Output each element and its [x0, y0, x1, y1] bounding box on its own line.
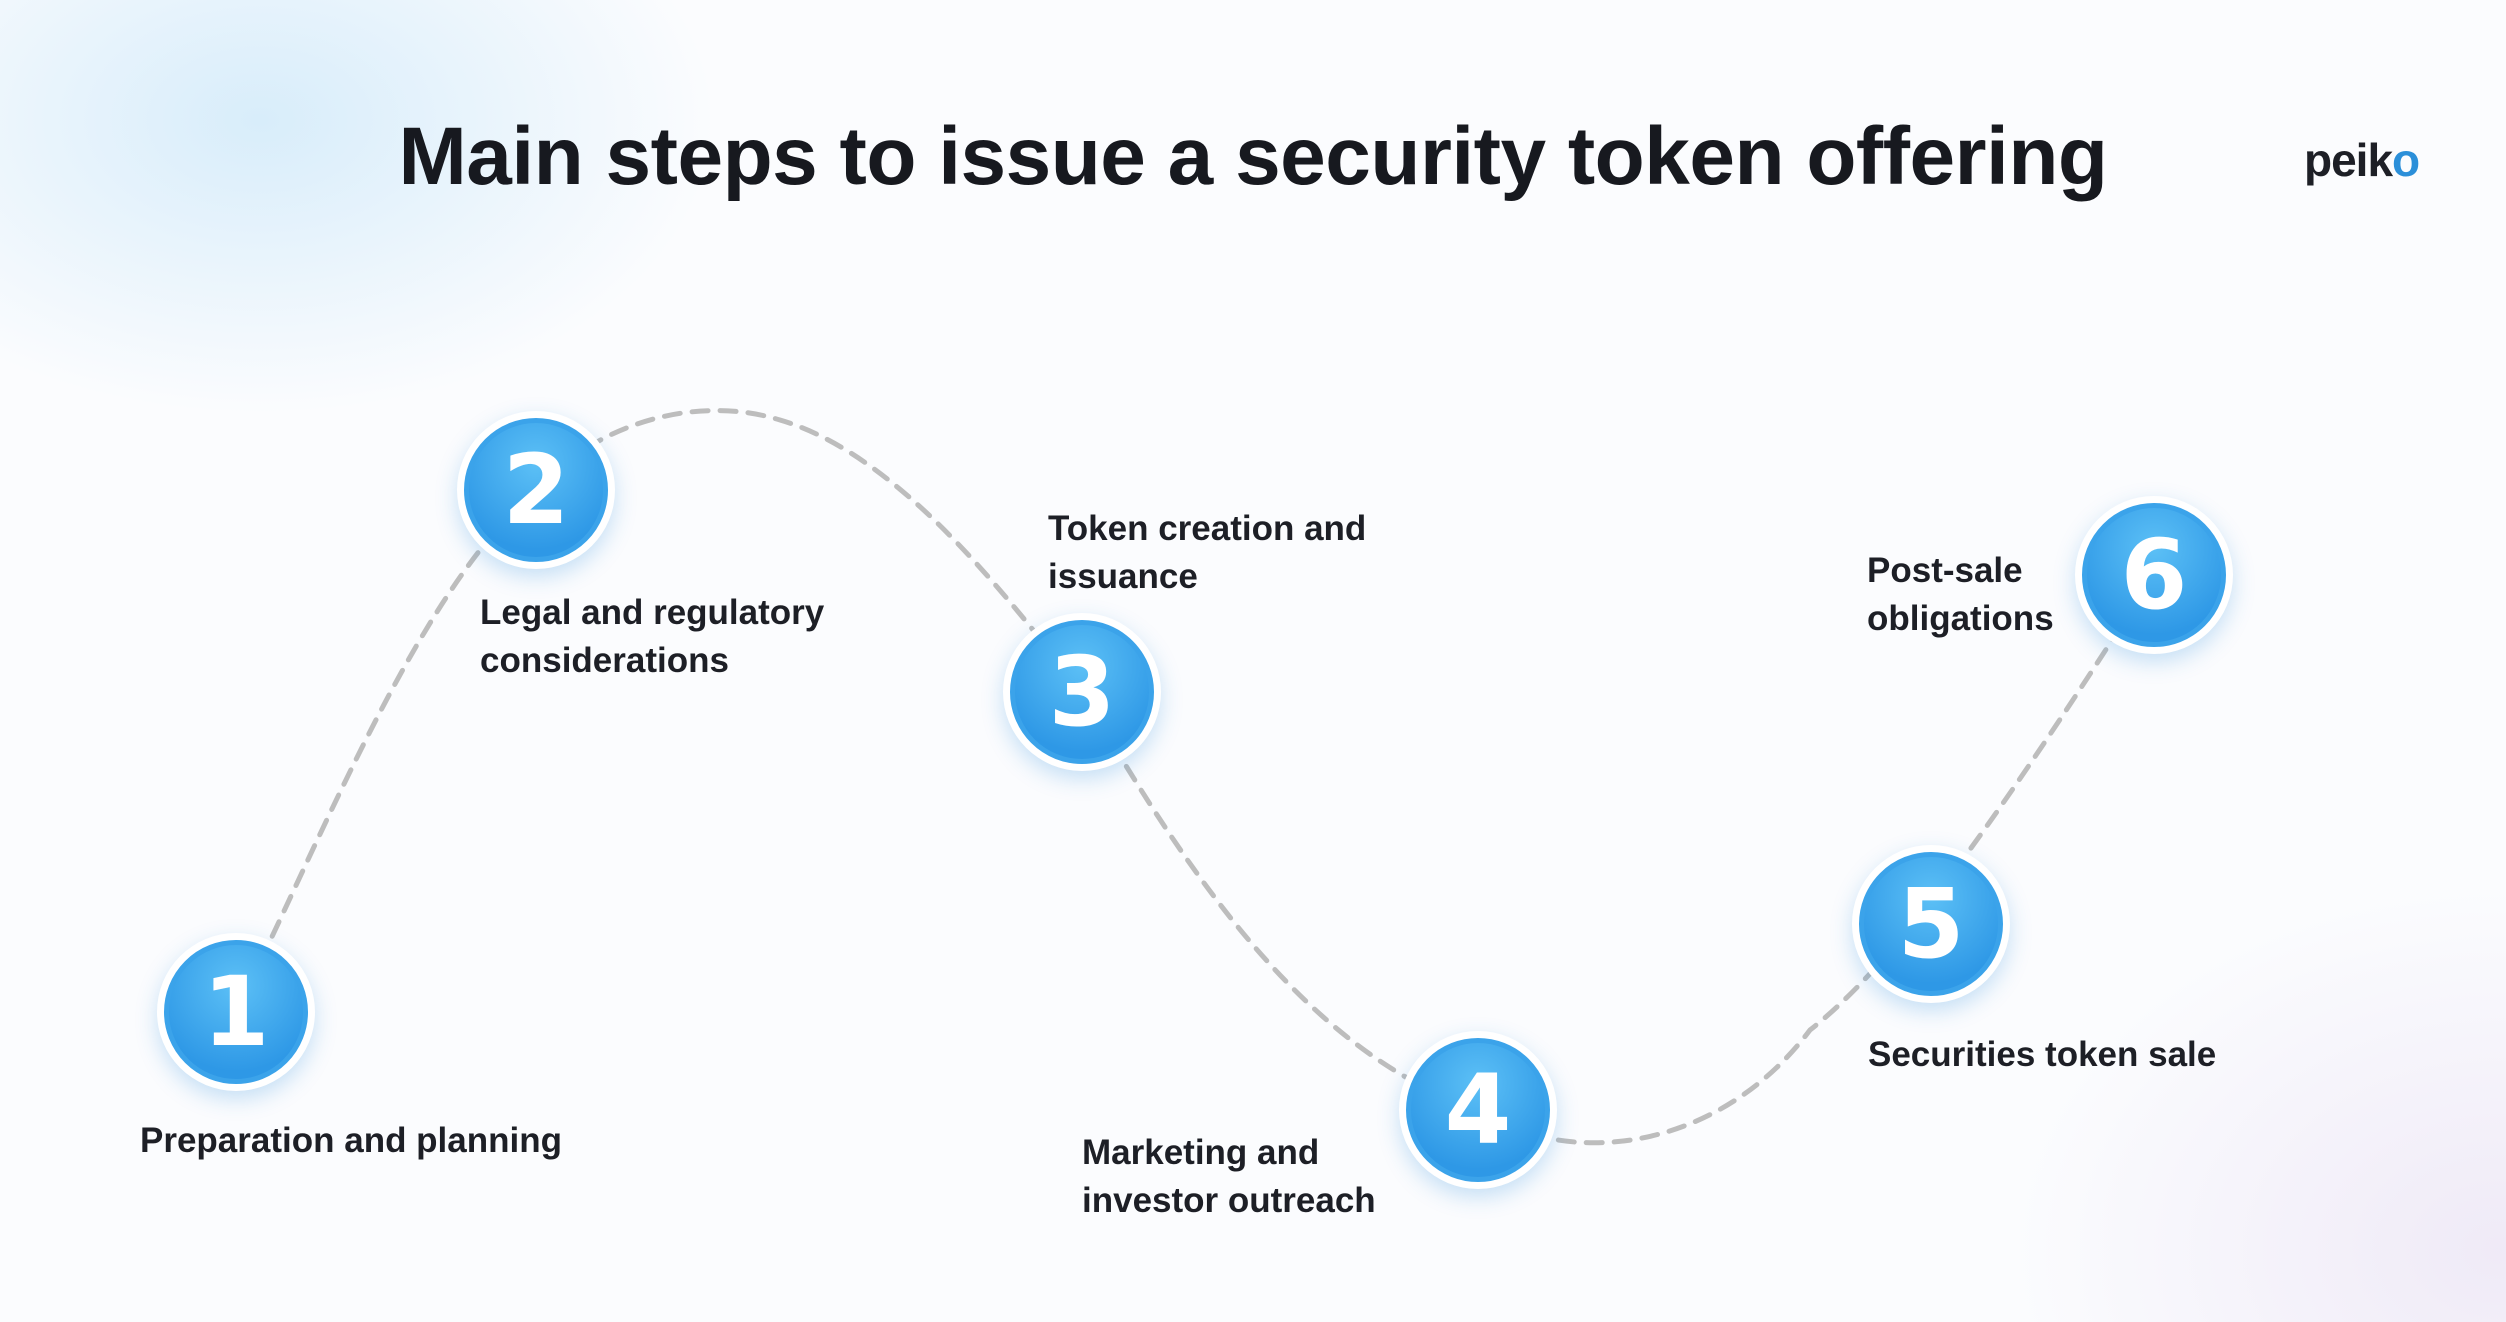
step-2-number: 2 — [502, 434, 570, 546]
logo-text: peik — [2304, 134, 2393, 186]
step-4-label-line: investor outreach — [1082, 1181, 1376, 1220]
step-4-label: Marketing and investor outreach — [1082, 1129, 1376, 1225]
step-4-badge: 4 — [1399, 1031, 1557, 1189]
step-5-number: 5 — [1897, 868, 1965, 980]
step-6-badge: 6 — [2075, 496, 2233, 654]
step-2-label: Legal and regulatory considerations — [480, 589, 824, 685]
step-6-label-line: Post-sale — [1867, 551, 2023, 590]
step-6-label-line: obligations — [1867, 599, 2054, 638]
step-2-label-line: considerations — [480, 641, 729, 680]
step-1-number: 1 — [202, 956, 270, 1068]
step-5-label-line: Securities token sale — [1868, 1035, 2217, 1074]
step-6-number: 6 — [2120, 519, 2188, 631]
step-4-number: 4 — [1444, 1054, 1512, 1166]
step-2-badge: 2 — [457, 411, 615, 569]
page-title: Main steps to issue a security token off… — [398, 111, 2108, 202]
step-1-label: Preparation and planning — [140, 1117, 562, 1165]
brand-logo: peiko — [2304, 133, 2420, 187]
step-3-label-line: issuance — [1048, 557, 1198, 596]
step-4-label-line: Marketing and — [1082, 1133, 1320, 1172]
step-5-label: Securities token sale — [1868, 1031, 2216, 1079]
step-3-badge: 3 — [1003, 613, 1161, 771]
step-5-badge: 5 — [1852, 845, 2010, 1003]
logo-mark-icon: o — [2392, 134, 2420, 186]
step-2-label-line: Legal and regulatory — [480, 593, 825, 632]
step-6-label: Post-sale obligations — [1867, 547, 2054, 643]
step-3-label: Token creation and issuance — [1048, 505, 1366, 601]
step-1-badge: 1 — [157, 933, 315, 1091]
step-1-label-line: Preparation and planning — [140, 1121, 562, 1160]
step-3-number: 3 — [1048, 636, 1116, 748]
step-3-label-line: Token creation and — [1048, 509, 1367, 548]
